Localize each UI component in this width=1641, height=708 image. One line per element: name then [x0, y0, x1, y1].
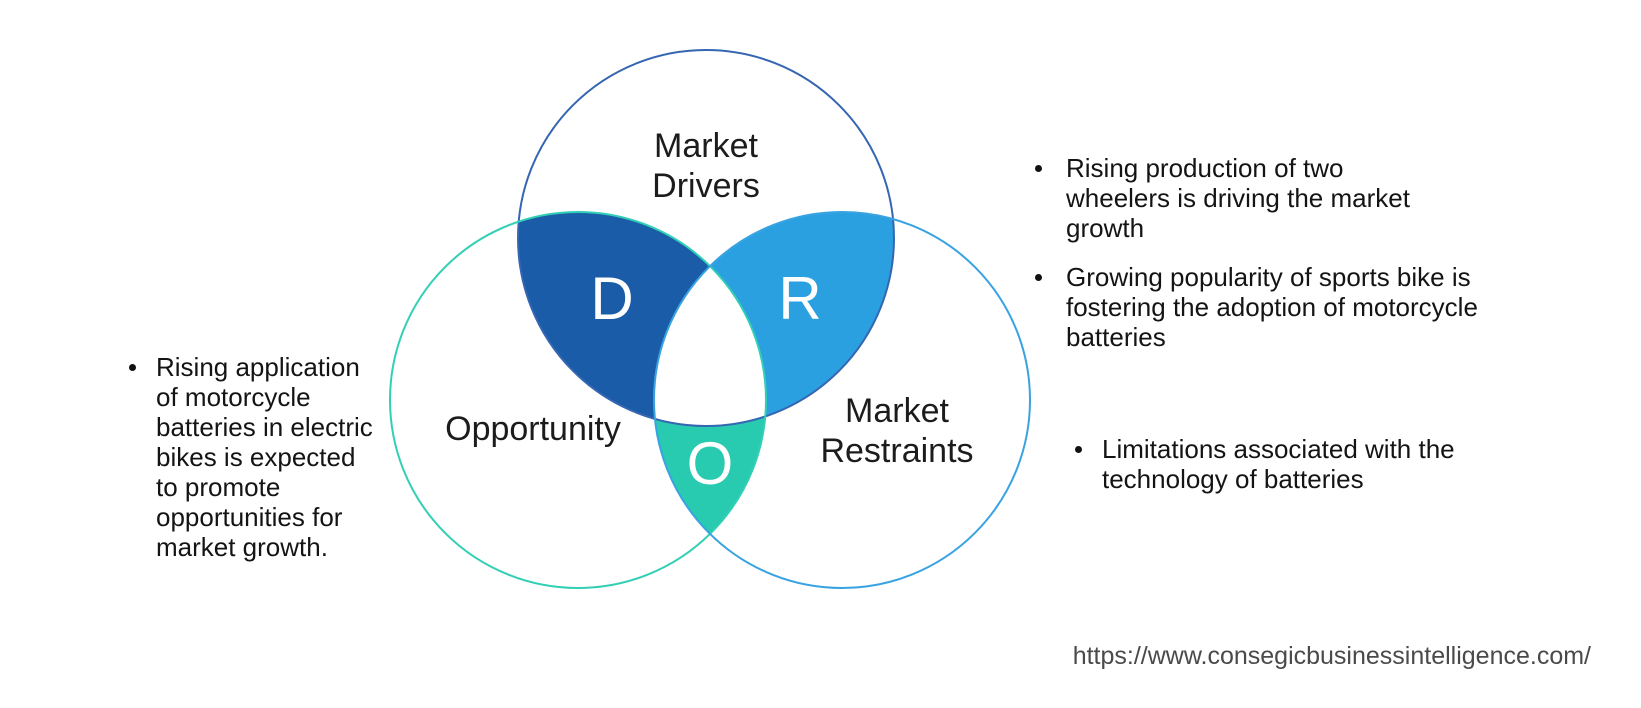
letter-r: R	[778, 265, 822, 332]
bullet-dot-icon	[1075, 446, 1082, 453]
opportunity-circle-outline	[389, 211, 767, 589]
bullet-dot-icon	[1035, 274, 1042, 281]
bullet-dot-icon	[129, 364, 136, 371]
label-market-drivers: Market Drivers	[652, 127, 760, 205]
bullet-opportunity-note: Rising application of motorcycle batteri…	[129, 352, 373, 562]
bullet-text: Rising production of two wheelers is dri…	[1066, 153, 1410, 243]
bullet-driver-note-2: Growing popularity of sports bike is fos…	[1035, 262, 1478, 352]
bullet-driver-note-1: Rising production of two wheelers is dri…	[1035, 153, 1410, 243]
drivers-circle-outline	[517, 49, 895, 427]
bullet-dot-icon	[1035, 165, 1042, 172]
letter-o: O	[686, 430, 734, 497]
label-opportunity: Opportunity	[445, 410, 621, 448]
bullet-text: Rising application of motorcycle batteri…	[156, 352, 373, 562]
restraints-circle-outline	[653, 211, 1031, 589]
source-url: https://www.consegicbusinessintelligence…	[1072, 642, 1591, 670]
label-market-restraints: Market Restraints	[820, 392, 974, 470]
bullet-text: Limitations associated with the technolo…	[1102, 434, 1455, 494]
bullet-text: Growing popularity of sports bike is fos…	[1066, 262, 1478, 352]
letter-d: D	[590, 265, 634, 332]
bullet-restraint-note: Limitations associated with the technolo…	[1075, 434, 1455, 494]
